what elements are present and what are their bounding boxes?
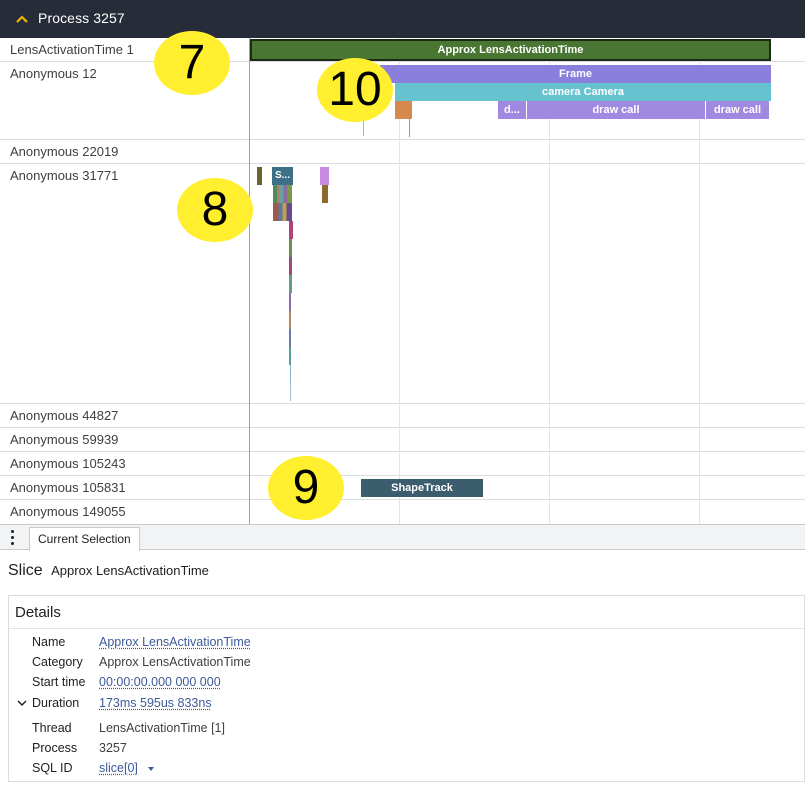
detail-value-link[interactable]: Approx LensActivationTime xyxy=(99,635,251,649)
dropdown-arrow-icon[interactable] xyxy=(147,766,155,772)
track-row[interactable]: Anonymous 105243 xyxy=(0,452,805,476)
slice-approx-lensactivationtime[interactable]: Approx LensActivationTime xyxy=(250,39,771,61)
slice-camera-camera[interactable]: camera Camera xyxy=(395,83,771,101)
slice-small[interactable] xyxy=(395,101,412,119)
track-row[interactable]: LensActivationTime 1 xyxy=(0,38,805,62)
detail-key: Duration xyxy=(32,696,80,710)
detail-key: Category xyxy=(32,655,83,669)
slice-stack[interactable] xyxy=(290,383,291,401)
slice-shapetrack[interactable]: ShapeTrack xyxy=(361,479,483,497)
instant-tick[interactable] xyxy=(409,119,410,137)
slice-stack[interactable] xyxy=(290,365,291,383)
slice-frame[interactable]: Frame xyxy=(380,65,771,83)
detail-value-link[interactable]: 173ms 595us 833ns xyxy=(99,696,212,710)
slice-stack[interactable] xyxy=(289,347,291,365)
track-name: LensActivationTime 1 xyxy=(10,42,134,57)
tab-current-selection[interactable]: Current Selection xyxy=(29,527,140,551)
track-name: Anonymous 31771 xyxy=(10,168,119,183)
slice-small[interactable] xyxy=(322,185,328,203)
details-section: Details Name Approx LensActivationTime C… xyxy=(8,595,805,782)
timeline-gridline xyxy=(549,38,550,524)
track-row[interactable]: Anonymous 59939 xyxy=(0,428,805,452)
divider xyxy=(9,628,804,629)
chevron-down-icon[interactable] xyxy=(17,699,27,707)
slice-stack[interactable] xyxy=(273,185,292,203)
slice-stack[interactable] xyxy=(289,329,291,347)
selection-heading: Slice Approx LensActivationTime xyxy=(8,562,209,580)
more-vert-icon[interactable] xyxy=(9,530,17,546)
slice-small[interactable] xyxy=(320,167,329,185)
slice-stack[interactable] xyxy=(273,203,292,221)
track-row[interactable]: Anonymous 105831 xyxy=(0,476,805,500)
track-name: Anonymous 22019 xyxy=(10,144,119,159)
detail-key: Thread xyxy=(32,721,72,735)
detail-key: Start time xyxy=(32,675,86,689)
timeline-gridline xyxy=(699,38,700,524)
detail-value-link[interactable]: 00:00:00.000 000 000 xyxy=(99,675,221,689)
annotation-badge-8: 8 xyxy=(177,178,253,242)
track-shell-divider[interactable] xyxy=(249,38,250,524)
track-name: Anonymous 105243 xyxy=(10,456,126,471)
track-name: Anonymous 149055 xyxy=(10,504,126,519)
details-panel-tabbar: Current Selection xyxy=(0,524,805,551)
track-name: Anonymous 105831 xyxy=(10,480,126,495)
selection-type: Slice xyxy=(8,562,43,579)
track-row[interactable]: Anonymous 31771 xyxy=(0,164,805,404)
detail-key: Process xyxy=(32,741,78,755)
track-row[interactable]: Anonymous 149055 xyxy=(0,500,805,524)
slice-draw-call[interactable]: draw call xyxy=(706,101,769,119)
process-header[interactable]: Process 3257 xyxy=(0,0,805,38)
detail-key: SQL ID xyxy=(32,761,73,775)
slice-stack[interactable] xyxy=(289,311,291,329)
slice-stack[interactable] xyxy=(289,275,292,293)
slice-small[interactable] xyxy=(257,167,262,185)
annotation-badge-10: 10 xyxy=(317,58,393,122)
slice-stack[interactable] xyxy=(289,239,292,257)
detail-value-link[interactable]: slice[0] xyxy=(99,761,138,775)
track-row[interactable]: Anonymous 22019 xyxy=(0,140,805,164)
slice-d[interactable]: d... xyxy=(498,101,526,119)
detail-value: LensActivationTime [1] xyxy=(99,721,225,735)
detail-value: 3257 xyxy=(99,741,127,755)
chevron-up-icon[interactable] xyxy=(14,11,30,27)
track-name: Anonymous 12 xyxy=(10,66,97,81)
selection-name: Approx LensActivationTime xyxy=(51,563,209,578)
detail-value: Approx LensActivationTime xyxy=(99,655,251,669)
annotation-badge-7: 7 xyxy=(154,31,230,95)
slice-stack[interactable] xyxy=(289,221,293,239)
track-area: LensActivationTime 1 Anonymous 12 Anonym… xyxy=(0,38,805,524)
detail-key: Name xyxy=(32,635,66,649)
process-title: Process 3257 xyxy=(38,10,125,26)
track-name: Anonymous 59939 xyxy=(10,432,119,447)
timeline-gridline xyxy=(399,38,400,524)
slice-stack[interactable] xyxy=(289,257,292,275)
slice-stack[interactable] xyxy=(289,293,291,311)
annotation-badge-9: 9 xyxy=(268,456,344,520)
slice-draw-call[interactable]: draw call xyxy=(527,101,705,119)
track-name: Anonymous 44827 xyxy=(10,408,119,423)
slice-s[interactable]: S... xyxy=(272,167,293,185)
details-title: Details xyxy=(15,604,61,621)
track-row[interactable]: Anonymous 12 xyxy=(0,62,805,140)
track-row[interactable]: Anonymous 44827 xyxy=(0,404,805,428)
